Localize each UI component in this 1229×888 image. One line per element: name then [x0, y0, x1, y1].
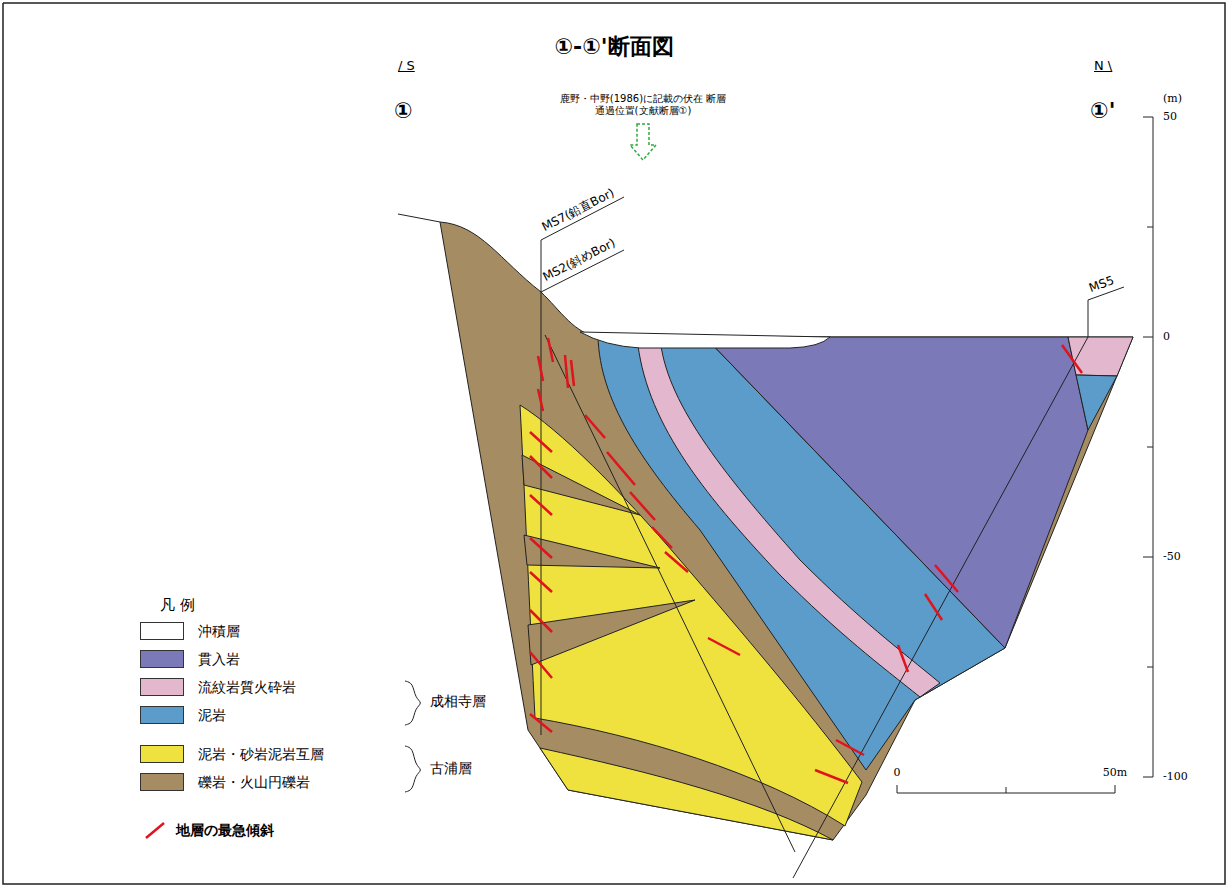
- axis-tick: [1143, 337, 1153, 338]
- fault-note: 鹿野・中野(1986)に記載の伏在 断層通過位置(文献断層①): [558, 93, 728, 117]
- borehole-ms7: [541, 292, 542, 735]
- dip-mark: [530, 572, 552, 592]
- borehole-label: MS7(鉛直Bor): [539, 185, 616, 234]
- dip-mark: [548, 338, 553, 362]
- axis-value: -100: [1163, 770, 1188, 783]
- scale-tick: [1115, 785, 1116, 793]
- dip-mark: [836, 740, 864, 755]
- dip-mark: [530, 456, 552, 478]
- dip-mark: [652, 527, 672, 548]
- sandstone-main: [520, 405, 862, 826]
- dip-mark: [1062, 345, 1082, 373]
- dip-mark: [630, 492, 655, 520]
- axis-tick: [1143, 777, 1153, 778]
- dip-mark: [530, 714, 552, 732]
- scale-value: 50m: [1103, 766, 1127, 779]
- dip-mark: [585, 415, 605, 438]
- dip-mark: [530, 610, 552, 632]
- frame: [3, 3, 1225, 884]
- legend-swatch: [140, 706, 184, 724]
- dip-mark: [530, 495, 552, 515]
- axis-value: -50: [1163, 550, 1181, 563]
- dip-mark: [925, 594, 942, 620]
- formation-name: 古浦層: [430, 760, 472, 777]
- section-title: ①-①'断面図: [554, 34, 673, 60]
- direction-label: / S: [398, 58, 415, 74]
- alluvium-lens: [580, 332, 830, 348]
- axis-tick: [1147, 667, 1153, 668]
- section-end-label: ①: [394, 98, 413, 124]
- legend-text: 礫岩・火山円礫岩: [198, 773, 310, 791]
- dip-mark: [538, 389, 543, 411]
- borehole-ms2: [545, 335, 795, 852]
- direction-label: N \: [1094, 58, 1112, 74]
- conglomerate-tongue: [528, 600, 695, 665]
- conglomerate-body: [440, 222, 1133, 840]
- legend-text: 泥岩: [198, 706, 226, 724]
- axis-unit: (m): [1163, 92, 1182, 105]
- dip-mark: [146, 823, 164, 838]
- legend-text: 沖積層: [198, 622, 240, 640]
- dip-mark: [815, 770, 848, 783]
- mudstone-strip: [1076, 375, 1117, 430]
- axis-tick: [1147, 227, 1153, 228]
- dip-mark: [708, 638, 740, 655]
- ground-line: [398, 214, 440, 222]
- legend-text: 地層の最急傾斜: [176, 821, 274, 839]
- formation-name: 成相寺層: [430, 693, 486, 710]
- borehole-ms5: [793, 337, 1088, 878]
- conglomerate-tongue: [524, 535, 660, 568]
- legend-swatch: [140, 650, 184, 668]
- axis-tick: [1143, 557, 1153, 558]
- section-end-label: ①': [1090, 98, 1115, 124]
- legend-swatch: [140, 745, 184, 763]
- borehole-label: MS2(斜めBor): [540, 235, 617, 284]
- legend-swatch: [140, 773, 184, 791]
- axis-tick: [1143, 117, 1153, 118]
- axis-value: 50: [1163, 110, 1177, 123]
- scale-tick: [1006, 787, 1007, 793]
- scale-value: 0: [894, 766, 901, 779]
- scale-tick: [897, 785, 898, 793]
- brace: [405, 681, 420, 725]
- dip-mark: [665, 552, 688, 572]
- dip-mark: [538, 356, 543, 381]
- dip-mark: [530, 652, 552, 678]
- dip-mark: [935, 565, 958, 592]
- legend-swatch: [140, 678, 184, 696]
- dip-mark: [571, 360, 574, 386]
- intrusive-rock: [705, 337, 1088, 648]
- legend-title: 凡 例: [160, 596, 195, 614]
- brace: [405, 746, 420, 792]
- borehole-label: MS5: [1087, 273, 1116, 295]
- legend-swatch: [140, 622, 184, 640]
- axis-value: 0: [1163, 330, 1170, 343]
- legend-text: 流紋岩質火砕岩: [198, 678, 296, 696]
- legend-text: 貫入岩: [198, 650, 240, 668]
- dip-mark: [530, 538, 552, 558]
- fault-arrow: [630, 124, 656, 160]
- dip-mark: [898, 645, 908, 672]
- dip-mark: [565, 355, 568, 388]
- axis-tick: [1147, 447, 1153, 448]
- dip-mark: [530, 432, 552, 452]
- legend-text: 泥岩・砂岩泥岩互層: [198, 745, 324, 763]
- conglomerate-tongue: [522, 455, 640, 515]
- dip-mark: [607, 452, 635, 485]
